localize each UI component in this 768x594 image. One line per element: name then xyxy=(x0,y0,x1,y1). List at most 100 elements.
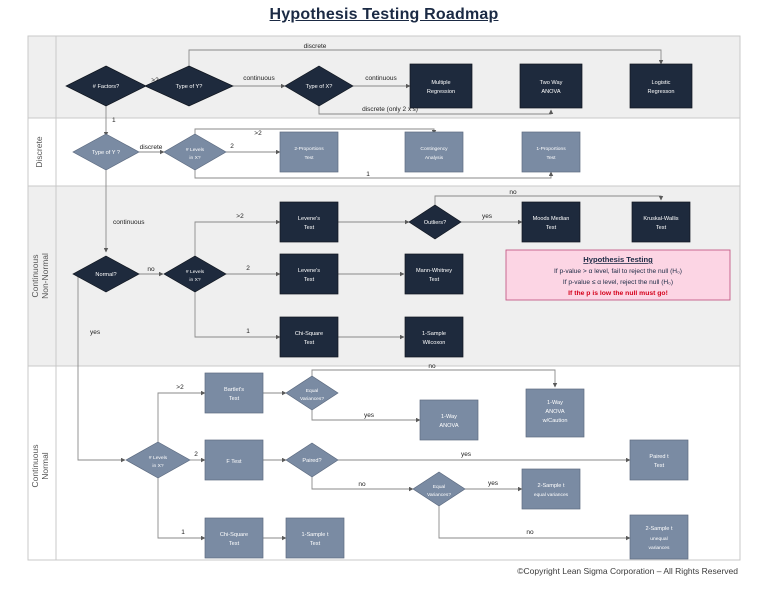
node-one-way-anova-caution-l3: w/Caution xyxy=(542,418,568,424)
node-one-way-anova[interactable]: 1-Way ANOVA xyxy=(419,399,479,441)
node-multiple-regression-l2: Regression xyxy=(427,89,455,95)
node-paired[interactable]: Paired? xyxy=(285,442,339,478)
node-equal-variances-a[interactable]: Equal Variances? xyxy=(285,375,339,411)
node-levenes-test-a[interactable]: Levene's Test xyxy=(279,201,339,243)
node-levels-in-x-discrete[interactable]: # Levels in X? xyxy=(163,133,227,171)
node-chi-square-test-normal[interactable]: Chi-Square Test xyxy=(204,517,264,559)
edge-eqvar-b-no-to-2sample-unequal xyxy=(438,506,631,541)
node-equal-variances-b[interactable]: Equal Variances? xyxy=(412,471,466,507)
node-two-way-anova-l2: ANOVA xyxy=(541,89,560,95)
node-one-sample-t-test[interactable]: 1-Sample t Test xyxy=(285,517,345,559)
edge-label-discrete-only-2xs: discrete (only 2 x's) xyxy=(362,106,418,113)
node-one-way-anova-caution[interactable]: 1-Way ANOVA w/Caution xyxy=(525,388,585,438)
node-contingency-analysis-l2: Analysis xyxy=(425,155,444,161)
copyright-footer: ©Copyright Lean Sigma Corporation – All … xyxy=(517,566,738,576)
node-levels-in-x-normal[interactable]: # Levels in X? xyxy=(125,441,191,479)
edge-levels-gt2-to-bartletts xyxy=(157,390,206,442)
node-two-proportions-test[interactable]: 2-Proportions Test xyxy=(279,131,339,173)
edge-label-two-disc: 2 xyxy=(230,143,234,150)
node-two-sample-t-equal-l2: equal variances xyxy=(534,492,569,498)
node-paired-label: Paired? xyxy=(302,458,321,464)
edge-label-no-eqvar-a: no xyxy=(428,363,436,370)
node-contingency-analysis[interactable]: Contingency Analysis xyxy=(404,131,464,173)
node-outliers-label: Outliers? xyxy=(424,220,446,226)
callout-title: Hypothesis Testing xyxy=(583,255,653,264)
node-equal-variances-b-l1: Equal xyxy=(433,484,446,490)
edge-label-discrete-top: discrete xyxy=(304,43,327,50)
node-two-sample-t-unequal[interactable]: 2-Sample t unequal variances xyxy=(629,514,689,560)
edge-label-gt2-nn: >2 xyxy=(236,213,244,220)
node-factors[interactable]: # Factors? xyxy=(65,65,147,107)
edge-levels-gt2-to-contingency xyxy=(194,128,437,135)
node-type-of-x-top[interactable]: Type of X? xyxy=(284,65,354,107)
node-chi-square-test-nn-l1: Chi-Square xyxy=(295,331,323,337)
node-moods-median-test[interactable]: Moods Median Test xyxy=(521,201,581,243)
edge-label-yes-eqvar-b: yes xyxy=(488,480,499,487)
node-two-sample-t-unequal-l3: variances xyxy=(649,545,670,551)
row-labels: Discrete Continuous Non-Normal Continuou… xyxy=(30,136,50,487)
edge-levels-1-to-chisquare-norm xyxy=(157,478,206,541)
hypothesis-testing-callout: Hypothesis Testing If p-value > α level,… xyxy=(505,249,731,301)
callout-line3: If the p is low the null must go! xyxy=(568,290,668,297)
edge-typey-discrete-to-logistic xyxy=(188,49,664,68)
edge-label-gt2-norm: >2 xyxy=(176,384,184,391)
node-type-of-y-top-label: Type of Y? xyxy=(176,84,203,90)
edge-label-continuous-y: continuous xyxy=(243,75,275,82)
node-bartletts-test-l1: Bartlet's xyxy=(224,387,244,393)
node-two-sample-t-equal[interactable]: 2-Sample t equal variances xyxy=(521,468,581,510)
edge-label-gt2-top: >2 xyxy=(151,77,159,84)
node-levenes-test-b[interactable]: Levene's Test xyxy=(279,253,339,295)
node-outliers[interactable]: Outliers? xyxy=(408,204,462,240)
node-two-way-anova[interactable]: Two Way ANOVA xyxy=(519,63,583,109)
edge-labels-discrete: discrete >2 2 1 xyxy=(140,130,371,178)
edge-label-one-top: 1 xyxy=(112,117,116,124)
edge-label-continuous-x: continuous xyxy=(365,75,397,82)
node-kruskal-wallis-test-l2: Test xyxy=(656,225,667,231)
edge-labels-top: >2 1 continuous continuous discrete disc… xyxy=(112,43,418,124)
page-title: Hypothesis Testing Roadmap xyxy=(269,6,499,23)
node-paired-t-test[interactable]: Paired t Test xyxy=(629,439,689,481)
node-kruskal-wallis-test[interactable]: Kruskal-Wallis Test xyxy=(631,201,691,243)
node-logistic-regression[interactable]: Logistic Regresson xyxy=(629,63,693,109)
node-one-sample-wilcoxon[interactable]: 1-Sample Wilcoxon xyxy=(404,316,464,358)
edge-labels-normal: >2 2 1 no yes yes no yes no xyxy=(176,363,534,536)
edge-label-yes-paired: yes xyxy=(461,451,472,458)
node-one-proportions-test[interactable]: 1-Proportions Test xyxy=(521,131,581,173)
row-label-continuous-non-normal-l2: Non-Normal xyxy=(40,253,50,299)
node-f-test-label: F Test xyxy=(226,459,242,465)
node-type-of-y-top[interactable]: Type of Y? xyxy=(144,65,234,107)
node-one-way-anova-caution-l1: 1-Way xyxy=(547,400,563,406)
edge-label-no-outliers: no xyxy=(509,189,517,196)
node-kruskal-wallis-test-l1: Kruskal-Wallis xyxy=(643,216,678,222)
node-levenes-test-a-l1: Levene's xyxy=(298,216,320,222)
node-bartletts-test[interactable]: Bartlet's Test xyxy=(204,372,264,414)
node-f-test[interactable]: F Test xyxy=(204,439,264,481)
connectors-discrete xyxy=(139,128,554,179)
edge-normal-yes-to-levels-norm xyxy=(77,274,126,463)
edge-eqvar-a-yes-to-onewayanova xyxy=(311,410,421,423)
callout-line1: If p-value > α level, fail to reject the… xyxy=(554,268,682,275)
node-multiple-regression-l1: Multiple xyxy=(431,80,450,86)
node-two-sample-t-unequal-l2: unequal xyxy=(650,536,667,542)
edge-label-two-nn: 2 xyxy=(246,265,250,272)
edge-label-yes-outliers: yes xyxy=(482,213,493,220)
node-levels-in-x-nn-l1: # Levels xyxy=(186,269,205,275)
node-multiple-regression[interactable]: Multiple Regression xyxy=(409,63,473,109)
row-label-continuous-non-normal-l1: Continuous xyxy=(30,254,40,297)
node-moods-median-test-l1: Moods Median xyxy=(533,216,570,222)
edge-levels-1-to-oneprop xyxy=(194,169,554,179)
node-mann-whitney-test[interactable]: Mann-Whitney Test xyxy=(404,253,464,295)
node-one-sample-wilcoxon-l2: Wilcoxon xyxy=(423,340,446,346)
edge-label-continuous-nn: continuous xyxy=(113,219,145,226)
edge-label-yes-eqvar-a: yes xyxy=(364,412,375,419)
connectors-non-normal xyxy=(77,170,664,463)
node-two-way-anova-l1: Two Way xyxy=(540,80,563,86)
node-normal-label: Normal? xyxy=(95,272,116,278)
node-normal[interactable]: Normal? xyxy=(72,255,140,293)
node-contingency-analysis-l1: Contingency xyxy=(420,146,448,152)
node-two-proportions-test-l2: Test xyxy=(305,155,315,161)
node-chi-square-test-nn[interactable]: Chi-Square Test xyxy=(279,316,339,358)
edge-typex-discrete-to-twoway xyxy=(318,104,554,115)
node-levels-in-x-non-normal[interactable]: # Levels in X? xyxy=(163,255,227,293)
node-equal-variances-a-l1: Equal xyxy=(306,388,319,394)
